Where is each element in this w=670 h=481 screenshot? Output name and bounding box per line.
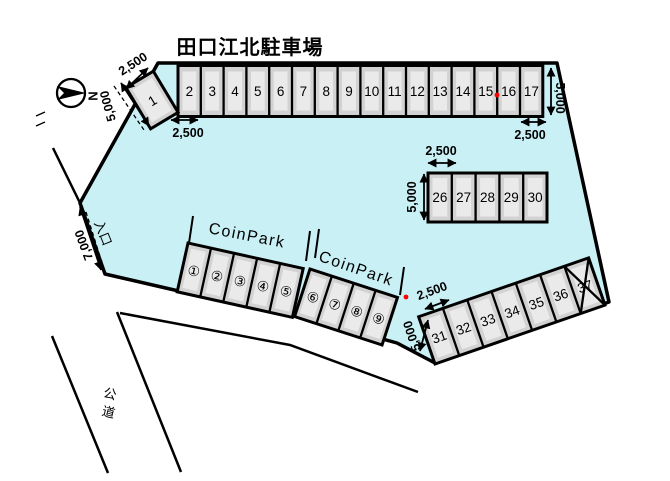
road-line bbox=[50, 335, 110, 474]
space-number: 27 bbox=[456, 190, 471, 205]
space-number: ⑧ bbox=[348, 302, 365, 321]
dimension-label: 5,000 bbox=[405, 181, 419, 212]
red-dot-marker bbox=[494, 92, 500, 98]
road-label: 公 道 bbox=[100, 385, 118, 421]
space-number: 35 bbox=[527, 294, 546, 313]
zone-tick-lines bbox=[188, 215, 405, 296]
space-number: 9 bbox=[345, 84, 353, 99]
space-number: ⑥ bbox=[304, 288, 321, 307]
road-line bbox=[119, 311, 419, 394]
dimension-arrow bbox=[417, 319, 431, 352]
row-middle: 26 27 28 29 30 bbox=[426, 171, 549, 224]
road-lines bbox=[35, 111, 419, 474]
dimension-extent bbox=[113, 85, 145, 131]
space-number: 2 bbox=[186, 84, 194, 99]
dimension-arrow bbox=[78, 206, 103, 271]
north-arrow-icon bbox=[57, 86, 86, 100]
space-number: 32 bbox=[454, 319, 473, 338]
space-number: 36 bbox=[551, 286, 570, 305]
dimension-arrows bbox=[78, 67, 556, 352]
road-label-char: 道 bbox=[100, 403, 116, 421]
space-inner-stripes bbox=[182, 248, 298, 312]
red-dot-marker bbox=[403, 294, 409, 300]
space-number: 3 bbox=[208, 84, 216, 99]
dimension-label: 2,500 bbox=[514, 128, 545, 142]
dimension-arrow bbox=[424, 298, 450, 311]
space-number: 14 bbox=[455, 84, 471, 99]
crossed-out-marks bbox=[563, 257, 606, 314]
dimension-extent bbox=[85, 211, 104, 267]
space-number: 33 bbox=[478, 311, 497, 330]
space-number: ③ bbox=[232, 272, 248, 290]
space-number: 31 bbox=[430, 328, 449, 347]
road-label-char: 公 bbox=[102, 385, 118, 403]
space-number: 4 bbox=[231, 84, 239, 99]
dimension-label: 2,500 bbox=[116, 50, 150, 79]
space-number: 26 bbox=[432, 190, 447, 205]
space-number: 5 bbox=[254, 84, 262, 99]
dimension-label: 2,500 bbox=[172, 126, 203, 140]
space-number: ① bbox=[186, 262, 202, 280]
space-number: 29 bbox=[504, 190, 519, 205]
page-title: 田口江北駐車場 bbox=[177, 35, 324, 59]
space-number: 37 bbox=[575, 277, 594, 296]
space-number: ⑤ bbox=[278, 282, 294, 300]
compass-north-label: N bbox=[86, 91, 101, 100]
space-number: 10 bbox=[364, 84, 379, 99]
space-number: 11 bbox=[388, 84, 402, 99]
space-number: ⑦ bbox=[326, 295, 343, 314]
compass: N bbox=[55, 77, 101, 109]
space-number: 15 bbox=[478, 84, 493, 99]
space-number: ⑨ bbox=[370, 309, 387, 328]
space-number: 7 bbox=[300, 84, 308, 99]
break-marks bbox=[35, 111, 46, 127]
row-top: 2 3 4 5 6 7 8 9 10 11 12 13 14 15 16 17 bbox=[176, 64, 545, 118]
space-number: 16 bbox=[501, 84, 516, 99]
road-line bbox=[115, 311, 183, 473]
space-number: 34 bbox=[503, 302, 523, 321]
space-number: 12 bbox=[410, 84, 425, 99]
space-number: ④ bbox=[255, 277, 271, 295]
row-coinpark-b: ⑥ ⑦ ⑧ ⑨ bbox=[292, 267, 400, 347]
space-dividers bbox=[441, 265, 582, 356]
space-number: 13 bbox=[433, 84, 448, 99]
space-number: 30 bbox=[528, 190, 543, 205]
space-inner-stripes bbox=[182, 71, 539, 111]
space-inner-stripes bbox=[299, 274, 393, 339]
space-number: 8 bbox=[322, 84, 330, 99]
space-inner-stripes bbox=[432, 178, 543, 217]
space-number: ② bbox=[209, 267, 225, 285]
space-number: 6 bbox=[277, 84, 285, 99]
space-inner-stripes bbox=[424, 264, 599, 358]
dimension-label: 5,000 bbox=[553, 82, 567, 113]
space-dividers bbox=[199, 247, 282, 313]
space-dividers bbox=[450, 173, 525, 222]
dimension-arrow bbox=[120, 82, 150, 127]
space-dividers bbox=[315, 275, 377, 339]
road-line bbox=[51, 147, 82, 204]
space-number: 17 bbox=[524, 84, 539, 99]
space-number: 28 bbox=[480, 190, 495, 205]
space-dividers bbox=[199, 66, 522, 116]
dimension-label: 2,500 bbox=[425, 144, 456, 158]
row-bottom: 31 32 33 34 35 36 37 bbox=[416, 255, 607, 366]
row-coinpark-a: ① ② ③ ④ ⑤ bbox=[175, 241, 305, 320]
